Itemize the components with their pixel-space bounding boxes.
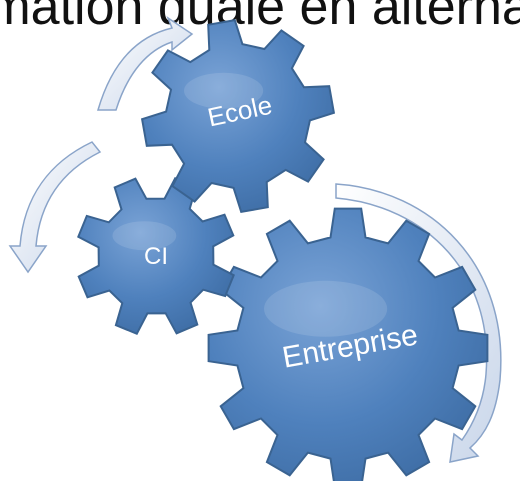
arrow-left-icon	[8, 141, 102, 274]
gear-entreprise-highlight	[264, 280, 388, 337]
gear-ci-highlight	[112, 221, 177, 251]
arrow-top-icon	[96, 16, 194, 111]
gear-ecole-body	[140, 18, 336, 214]
gear-entreprise	[207, 207, 489, 481]
gear-ecole-highlight	[184, 72, 264, 109]
gear-label-ci: CI	[144, 243, 168, 270]
gear-ecole	[140, 18, 336, 214]
diagram-title: Formation duale en alternance	[0, 0, 520, 36]
gear-ci-body	[77, 177, 235, 335]
gear-entreprise-body	[207, 207, 489, 481]
arrow-right-icon	[335, 183, 502, 463]
gear-ci	[77, 177, 235, 335]
